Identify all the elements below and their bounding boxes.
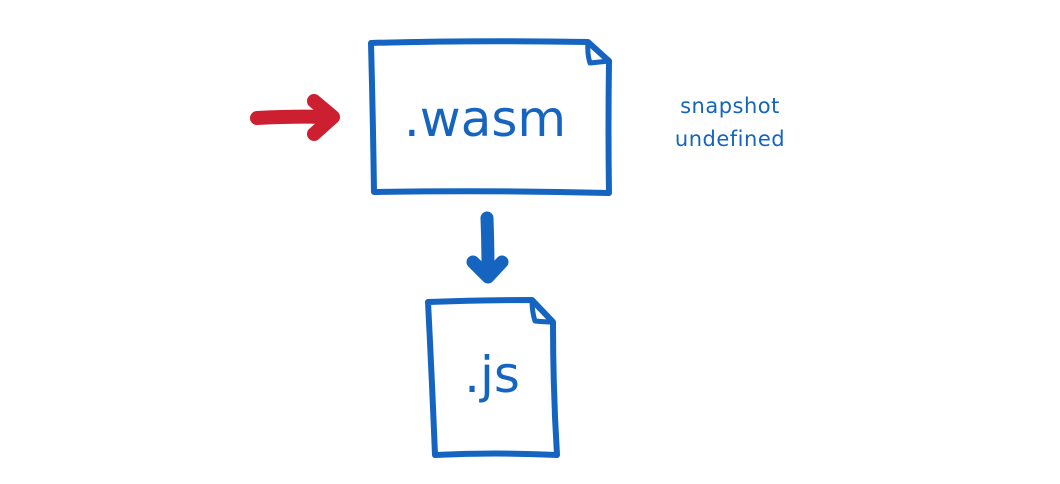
wasm-file-icon [368,38,612,196]
wasm-file-corner-fold [585,39,612,66]
js-file-icon [425,297,560,458]
input-arrow-shaft [250,109,333,125]
input-arrow-head [307,94,340,141]
annotation: snapshot undefined [675,94,785,151]
output-arrow-head [466,255,509,284]
annotation-line-snapshot: snapshot [680,94,780,118]
js-file-corner-fold [529,297,556,325]
wasm-file-node: .wasm [368,38,612,196]
js-file-label: .js [464,346,520,404]
wasm-file-label: .wasm [404,90,566,148]
annotation-line-undefined: undefined [675,127,785,151]
output-arrow-icon [466,211,509,284]
input-arrow-icon [250,94,340,141]
output-arrow-shaft [480,211,495,277]
js-file-node: .js [425,297,560,458]
